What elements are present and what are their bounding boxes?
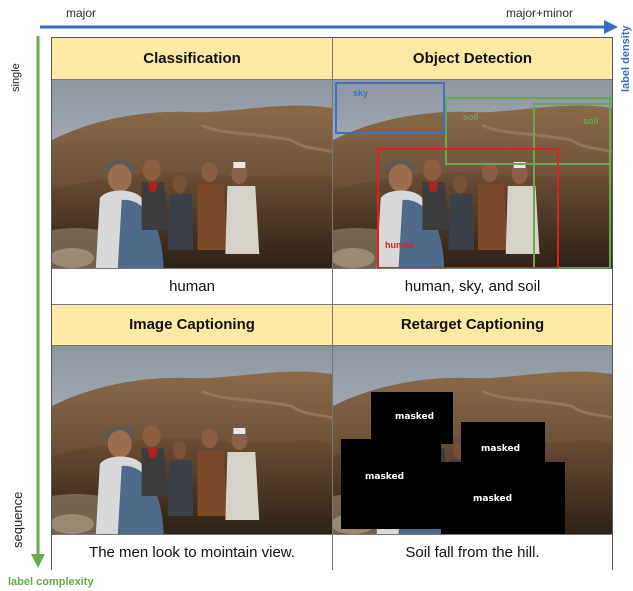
axis-major-label: major bbox=[66, 6, 97, 20]
panel-retarget-captioning: Retarget Captioning masked masked masked… bbox=[333, 304, 612, 570]
panel-title: Retarget Captioning bbox=[333, 304, 612, 346]
mask-label: masked bbox=[365, 472, 405, 482]
sky-box-label: sky bbox=[353, 88, 369, 98]
mask-label: masked bbox=[395, 412, 435, 422]
task-grid: Classification human Object Detection sk… bbox=[51, 37, 613, 570]
axis-major-minor-label: major+minor bbox=[506, 6, 574, 20]
panel-caption: human, sky, and soil bbox=[333, 268, 612, 304]
panel-caption: Soil fall from the hill. bbox=[333, 534, 612, 570]
scene-photo bbox=[52, 346, 332, 534]
grid-divider bbox=[52, 304, 612, 305]
panel-title: Object Detection bbox=[333, 38, 612, 80]
axis-sequence-label: sequence bbox=[10, 491, 25, 548]
scene-photo bbox=[52, 80, 332, 268]
axis-single-label: single bbox=[10, 63, 22, 92]
label-density-arrow bbox=[40, 20, 618, 34]
soil-box-label-2: soil bbox=[583, 116, 599, 126]
panel-caption: The men look to mointain view. bbox=[52, 534, 332, 570]
panel-classification: Classification human bbox=[52, 38, 332, 304]
label-density-label: label density bbox=[620, 25, 632, 92]
mask-region bbox=[341, 439, 441, 529]
panel-object-detection: Object Detection sky soil soil human hum… bbox=[333, 38, 612, 304]
mask-region bbox=[441, 462, 565, 534]
panel-title: Classification bbox=[52, 38, 332, 80]
panel-caption: human bbox=[52, 268, 332, 304]
human-box-label: human bbox=[385, 240, 415, 250]
label-complexity-label: label complexity bbox=[8, 576, 94, 588]
mask-label: masked bbox=[481, 444, 521, 454]
mask-label: masked bbox=[473, 494, 513, 504]
soil-box-label: soil bbox=[463, 112, 479, 122]
label-complexity-arrow bbox=[31, 36, 45, 568]
grid-divider bbox=[332, 38, 333, 569]
panel-image-captioning: Image Captioning The men look to mointai… bbox=[52, 304, 332, 570]
mask-region bbox=[371, 392, 453, 444]
sky-bounding-box bbox=[335, 82, 445, 134]
panel-title: Image Captioning bbox=[52, 304, 332, 346]
human-bounding-box bbox=[377, 148, 559, 269]
